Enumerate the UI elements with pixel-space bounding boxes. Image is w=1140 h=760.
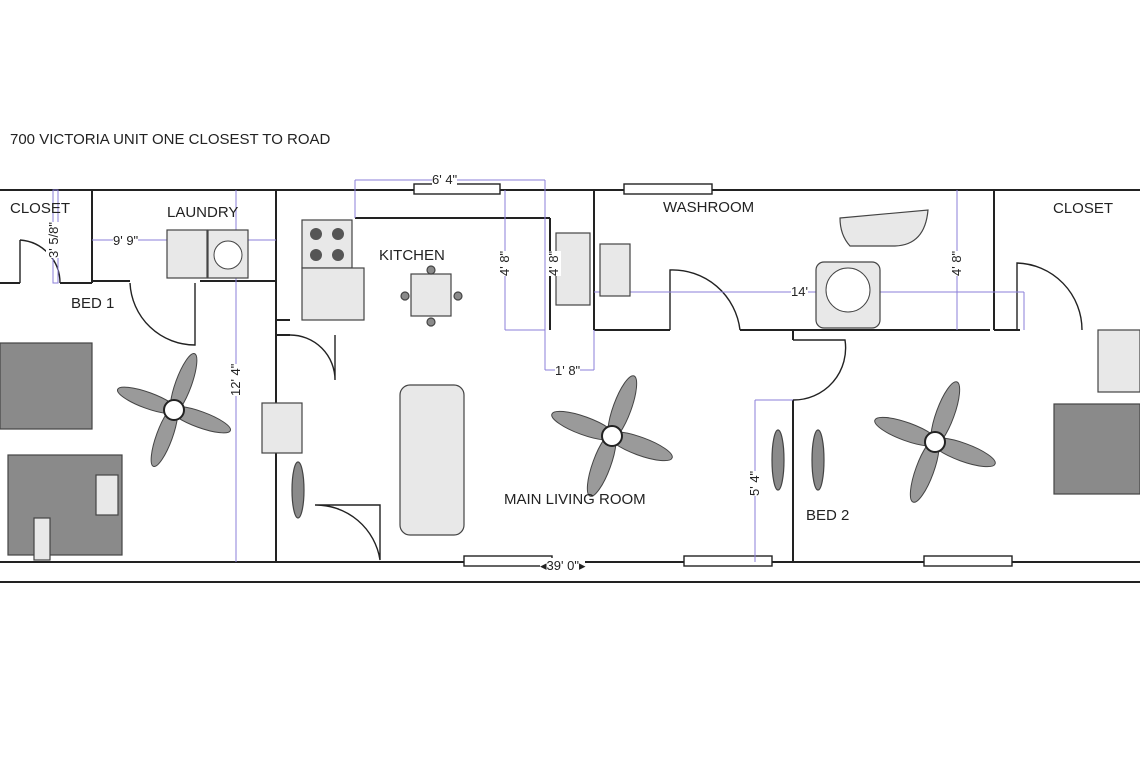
fridge — [301, 267, 365, 321]
room-label-closet-right: CLOSET — [1053, 200, 1114, 217]
kitchen-fixtures — [301, 219, 631, 327]
windows — [413, 183, 1013, 567]
dryer — [166, 229, 208, 279]
door-washroom — [669, 269, 741, 331]
dim-counter-gap: 1' 8" — [555, 363, 581, 378]
sofa — [399, 384, 465, 536]
fan-bed1 — [116, 352, 232, 468]
stove — [301, 219, 353, 269]
door-kitchen — [289, 334, 336, 381]
window-washroom — [623, 183, 713, 195]
dim-overall-length: ◂39' 0"▸ — [540, 558, 586, 574]
dim-washroom-depth: 4' 8" — [949, 250, 964, 276]
bed2-furniture — [1053, 329, 1140, 495]
fan-living — [551, 375, 673, 497]
dim-sink-depth: 4' 8" — [546, 250, 561, 276]
room-label-bed2: BED 2 — [806, 507, 850, 524]
walls — [0, 189, 1140, 583]
room-label-main-living: MAIN LIVING ROOM — [504, 491, 646, 508]
window-living-left — [463, 555, 553, 567]
door-closet-right — [1016, 262, 1083, 331]
room-label-closet-left: CLOSET — [10, 200, 71, 217]
bed1-dresser — [261, 402, 303, 454]
dim-closet-depth: 3' 5/8" — [46, 221, 61, 258]
dim-laundry-width: 9' 9" — [113, 233, 139, 248]
bed2-bed — [1053, 403, 1140, 495]
plan-title: 700 VICTORIA UNIT ONE CLOSEST TO ROAD — [10, 131, 331, 148]
door-bed2 — [792, 339, 847, 401]
dim-kitchen-depth: 4' 8" — [497, 250, 512, 276]
bed2-dresser — [1097, 329, 1140, 393]
room-label-bed1: BED 1 — [71, 295, 115, 312]
living-furniture — [291, 384, 825, 536]
bathtub — [839, 209, 929, 247]
laundry-machines — [166, 229, 249, 279]
dim-kitchen-width: 6' 4" — [432, 172, 458, 187]
window-bed2 — [923, 555, 1013, 567]
ceiling-fans — [116, 352, 996, 503]
washroom-sink — [599, 243, 631, 297]
doors — [19, 239, 1083, 561]
dim-overall-length-value: 39' 0" — [546, 558, 579, 573]
room-label-kitchen: KITCHEN — [379, 247, 445, 264]
dining-table — [410, 273, 452, 317]
door-living-lower — [314, 504, 381, 561]
dim-bed1-depth: 12' 4" — [228, 363, 243, 396]
room-label-washroom: WASHROOM — [663, 199, 755, 216]
kitchen-sink — [555, 232, 591, 306]
bed1-bed — [0, 342, 93, 430]
window-living-right — [683, 555, 773, 567]
door-bed1 — [129, 282, 196, 346]
dim-washroom-width: 14' — [791, 284, 808, 299]
bed1-furniture — [0, 342, 303, 561]
fan-bed2 — [874, 381, 996, 503]
dim-bed2-wall: 5' 4" — [747, 470, 762, 496]
room-label-laundry: LAUNDRY — [167, 204, 239, 221]
washroom-fixtures — [815, 209, 929, 329]
